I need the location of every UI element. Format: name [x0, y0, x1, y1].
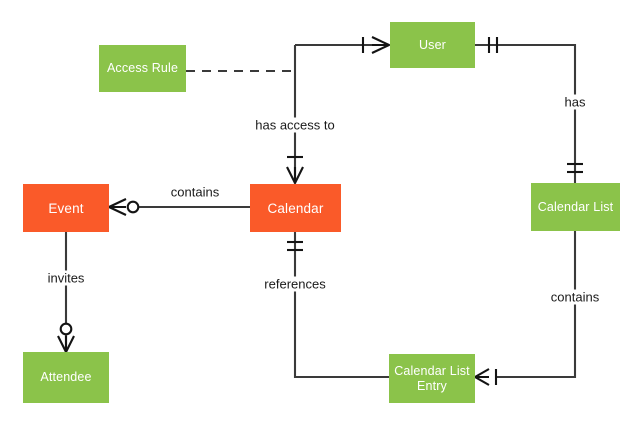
entity-calendar-label: Calendar — [267, 200, 324, 216]
relationship-label-invites: invites — [44, 270, 88, 286]
entity-attendee[interactable]: Attendee — [23, 352, 109, 403]
relationship-label-contains-list-entry: contains — [547, 289, 603, 305]
cardinality-list-entry-many — [474, 368, 498, 386]
cardinality-calendar-top-many — [286, 155, 304, 184]
entity-attendee-label: Attendee — [40, 370, 92, 384]
cardinality-calendar-list-one — [567, 162, 583, 174]
cardinality-user-many — [361, 36, 390, 54]
rel-text-references: references — [264, 276, 326, 292]
entity-calendar-list-label: Calendar List — [537, 199, 614, 214]
entity-event[interactable]: Event — [23, 184, 109, 232]
relationship-label-contains-event-calendar: contains — [167, 184, 223, 200]
entity-user[interactable]: User — [390, 22, 475, 68]
entity-user-label: User — [419, 37, 446, 52]
entity-access-rule[interactable]: Access Rule — [99, 45, 186, 92]
entity-calendar-list[interactable]: Calendar List — [531, 183, 620, 231]
rel-text-invites: invites — [47, 270, 85, 286]
rel-text-contains-event-calendar: contains — [170, 184, 220, 200]
entity-access-rule-label: Access Rule — [106, 61, 179, 75]
edge-contains-list-entry — [496, 231, 577, 379]
relationship-label-has: has — [561, 94, 589, 110]
rel-text-contains-list-entry: contains — [550, 289, 600, 305]
cardinality-attendee-zero-or-many — [57, 322, 75, 353]
entity-calendar[interactable]: Calendar — [250, 184, 341, 232]
relationship-label-has-access-to: has access to — [252, 117, 338, 133]
cardinality-user-one — [487, 37, 499, 53]
rel-text-has: has — [564, 94, 586, 110]
edge-has — [475, 43, 577, 183]
edge-references — [293, 232, 389, 379]
rel-text-has-access-to: has access to — [255, 117, 335, 133]
cardinality-calendar-bottom-one — [287, 240, 303, 252]
cardinality-event-zero-or-many — [108, 198, 140, 216]
entity-event-label: Event — [48, 200, 84, 216]
relationship-label-references: references — [261, 276, 329, 292]
entity-calendar-list-entry-label: Calendar List Entry — [394, 363, 470, 393]
entity-calendar-list-entry[interactable]: Calendar List Entry — [389, 354, 475, 403]
